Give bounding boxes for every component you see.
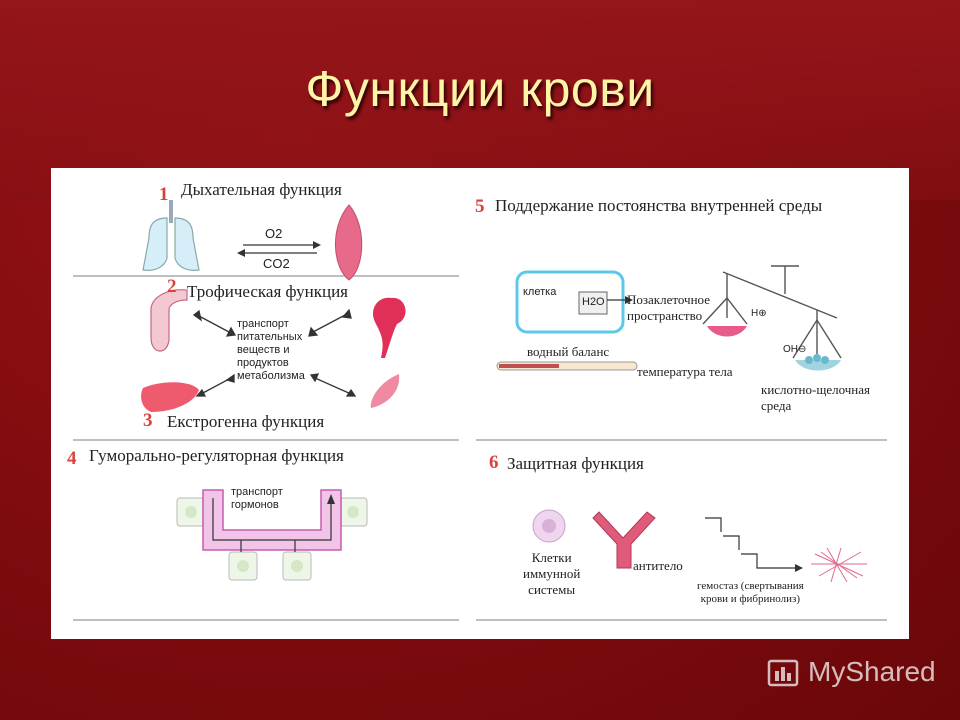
left-pan-icon — [707, 326, 747, 337]
acid-base-line-2: среда — [761, 398, 792, 413]
cell-label: клетка — [523, 286, 557, 298]
water-balance-label: водный баланс — [527, 344, 610, 359]
section-2-title: Трофическая функция — [187, 282, 348, 301]
hemostasis-line-2: крови и фибринолиз) — [700, 593, 801, 605]
extracellular-line-2: пространство — [627, 308, 703, 323]
slide-top-band — [0, 0, 960, 200]
h-ion-label: H⊕ — [751, 308, 767, 319]
section-4-title: Гуморально-регуляторная функция — [89, 446, 344, 465]
tissue-icon — [335, 204, 363, 281]
diagram-drawing — [73, 200, 887, 621]
oh-ion-label: OH⊖ — [783, 344, 807, 355]
antibody-label: антитело — [633, 558, 683, 573]
slide-title: Функции крови — [305, 61, 655, 117]
h2o-label: H2O — [582, 296, 605, 308]
gland-icon — [372, 297, 406, 358]
body-temperature-label: температура тела — [637, 364, 733, 379]
hormone-transport-label: транспорт гормонов — [231, 486, 311, 512]
section-5-number: 5 — [475, 196, 485, 217]
h2o-box — [578, 291, 608, 315]
myshared-watermark: MyShared — [766, 652, 936, 692]
extracellular-label: Позаклеточное пространство — [627, 292, 710, 324]
transport-line-2: питательных — [237, 331, 303, 343]
fibrin-mesh-icon — [811, 547, 867, 583]
section-2-number: 2 — [167, 276, 177, 297]
balance-scale-icon — [702, 265, 842, 359]
transport-line-5: метаболизма — [237, 370, 305, 382]
tissue-icon-2 — [370, 374, 400, 408]
transport-nutrients-label: транспорт питательных веществ и продукто… — [237, 318, 327, 383]
hormone-line-1: транспорт — [231, 486, 283, 498]
immune-line-1: Клетки — [531, 550, 572, 565]
myshared-logo-icon — [767, 659, 799, 687]
immune-line-3: системы — [528, 582, 576, 597]
acid-base-line-1: кислотно-щелочная — [761, 382, 871, 397]
cell-icon — [515, 270, 625, 334]
immune-cells-label: Клетки иммунной системы — [523, 550, 580, 598]
transport-arrows — [192, 308, 357, 397]
section-6-title: Защитная функция — [507, 454, 644, 473]
hemostasis-line-1: гемостаз (свертывания — [697, 580, 804, 592]
watermark-text: MyShared — [808, 656, 936, 687]
co2-label: CO2 — [263, 256, 290, 271]
section-3-title: Екстрогенна функция — [167, 412, 325, 431]
hormone-line-2: гормонов — [231, 499, 279, 511]
section-1-title: Дыхательная функция — [181, 180, 342, 199]
section-6-number: 6 — [489, 452, 499, 473]
section-5-title: Поддержание постоянства внутренней среды — [495, 196, 823, 215]
intestine-icon — [150, 289, 188, 352]
immune-line-2: иммунной — [523, 566, 581, 581]
transport-line-3: веществ и — [237, 344, 290, 356]
hemostasis-label: гемостаз (свертывания крови и фибринолиз… — [697, 580, 804, 606]
section-3-number: 3 — [143, 410, 153, 431]
lungs-icon — [142, 200, 200, 271]
diagram-panel: 1 Дыхательная функция O2 CO2 2 Трофическ… — [51, 168, 909, 639]
extracellular-line-1: Позаклеточное — [627, 292, 710, 307]
liver-icon — [141, 382, 199, 412]
transport-line-4: продуктов — [237, 357, 289, 369]
transport-line-1: транспорт — [237, 318, 289, 330]
o2-label: O2 — [265, 226, 283, 241]
section-1-number: 1 — [159, 184, 169, 205]
cascade-arrows — [705, 517, 795, 569]
antibody-icon — [592, 511, 656, 569]
hormone-channel-icon — [176, 489, 368, 581]
acid-base-label: кислотно-щелочная среда — [761, 382, 870, 414]
section-4-number: 4 — [67, 448, 77, 469]
